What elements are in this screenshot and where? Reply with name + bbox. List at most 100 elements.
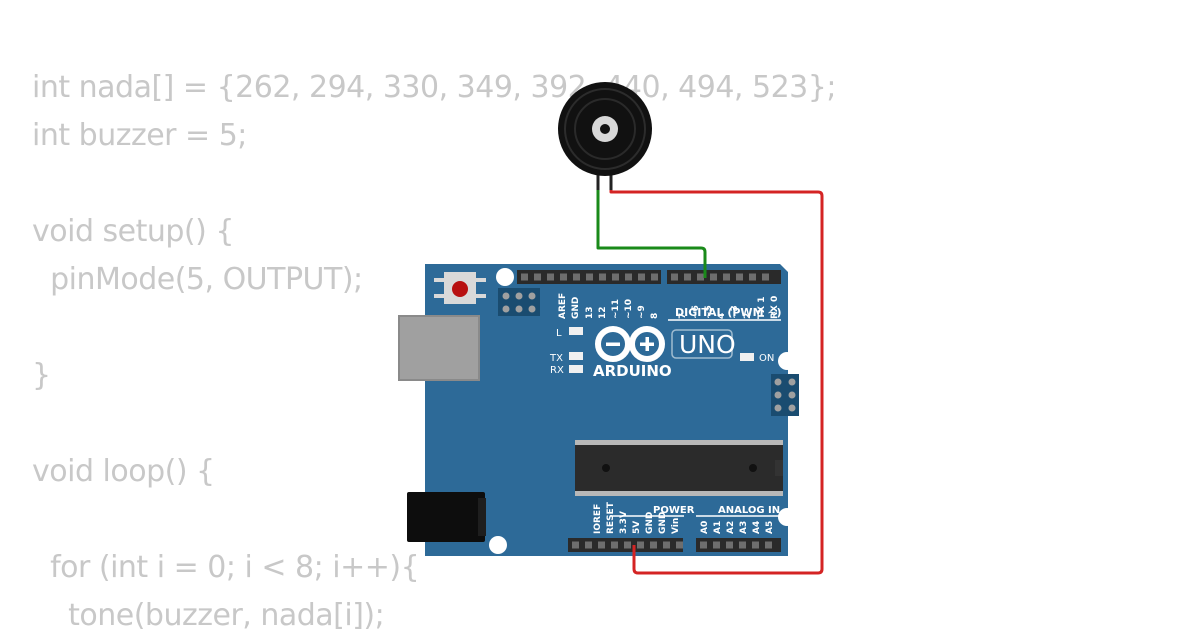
header-hole [625,273,632,281]
analog-pin-label: A1 [713,521,723,534]
code-line: int buzzer = 5; [32,118,247,153]
analog-pin-label: A4 [752,521,762,534]
code-line: void setup() { [32,214,234,249]
header-hole [599,273,606,281]
header-hole [710,273,717,281]
header-hole [586,273,593,281]
led-label-l: L [556,328,562,339]
led-l [569,327,583,335]
header-hole [637,541,644,549]
power-pin-label: RESET [606,501,616,534]
digital-pin-label: 12 [598,306,608,319]
header-hole [650,541,657,549]
digital-pin-label: ~5 [704,305,714,319]
mount-hole [496,268,514,286]
digital-pin-label: 4 [717,313,727,319]
power-pin-label: IOREF [593,504,603,534]
header-hole [671,273,678,281]
header-hole [638,273,645,281]
header-hole [713,541,720,549]
power-label: POWER [653,505,695,516]
digital-pin-label: ~10 [624,299,634,319]
digital-pwm-label: DIGITAL (PWM ~) [675,306,782,319]
header-hole [547,273,554,281]
digital-pin-label: 8 [650,313,660,319]
power-jack [407,492,485,542]
header-holes [521,273,772,549]
header-hole [765,541,772,549]
analog-label: ANALOG IN [718,505,780,516]
header-hole [749,273,756,281]
header-hole [676,541,683,549]
header-hole [651,273,658,281]
digital-pin-label: AREF [558,293,568,319]
mount-hole [778,352,796,370]
header-hole [723,273,730,281]
header-hole [560,273,567,281]
signal-wire [596,178,707,278]
code-line: tone(buzzer, nada[i]); [32,598,385,633]
header-hole [624,541,631,549]
header-hole [598,541,605,549]
digital-pin-label: ~9 [637,305,647,319]
header-hole [612,273,619,281]
power-pin-label: GND [645,512,655,534]
header-hole [534,273,541,281]
header-hole [663,541,670,549]
digital-pin-label: 2 [743,313,753,319]
header-hole [726,541,733,549]
arduino-logo-icon [595,326,665,362]
icsp-header-right [771,374,799,416]
digital-pin-label: ~6 [691,305,701,319]
digital-pin-label: ~3 [730,305,740,319]
header-hole [752,541,759,549]
led-label-tx: TX [549,353,563,364]
header-hole [739,541,746,549]
led-rx [569,365,583,373]
analog-pin-label: A5 [765,521,775,534]
microcontroller-chip [575,440,783,496]
led-on [740,353,754,361]
header-hole [573,273,580,281]
power-pin-label: 3.3V [619,511,629,534]
arduino-wordmark: ARDUINO [593,362,672,380]
power-pin-label: GND [658,512,668,534]
digital-pin-label: RX 0 [770,296,780,319]
model-name: UNO [679,330,736,359]
header-hole [572,541,579,549]
header-hole [684,273,691,281]
digital-pin-label: TX 1 [757,297,767,319]
digital-pin-label: GND [571,297,581,319]
led-label-on: ON [759,353,774,364]
header-hole [585,541,592,549]
header-hole [762,273,769,281]
code-line: for (int i = 0; i < 8; i++){ [32,550,420,585]
code-listing: int nada[] = {262, 294, 330, 349, 392, 4… [32,64,836,633]
code-line: void loop() { [32,454,215,489]
analog-pin-label: A0 [700,521,710,534]
code-line: pinMode(5, OUTPUT); [32,262,363,297]
led-tx [569,352,583,360]
header-hole [736,273,743,281]
mount-hole [778,508,796,526]
header-hole [611,541,618,549]
icsp-header-top [498,288,540,316]
uno-badge [671,329,733,359]
power-pin-label: 5V [632,521,642,534]
piezo-buzzer [558,82,652,190]
power-wire [609,178,824,575]
power-pin-label: Vin [671,518,681,534]
digital-pin-label: ~11 [611,299,621,319]
code-line: } [32,358,51,393]
header-hole [521,273,528,281]
analog-pin-label: A2 [726,521,736,534]
usb-port [399,316,479,380]
digital-pin-label: 13 [585,306,595,319]
digital-pin-label: 7 [678,313,688,319]
analog-pin-label: A3 [739,521,749,534]
mount-hole [489,536,507,554]
